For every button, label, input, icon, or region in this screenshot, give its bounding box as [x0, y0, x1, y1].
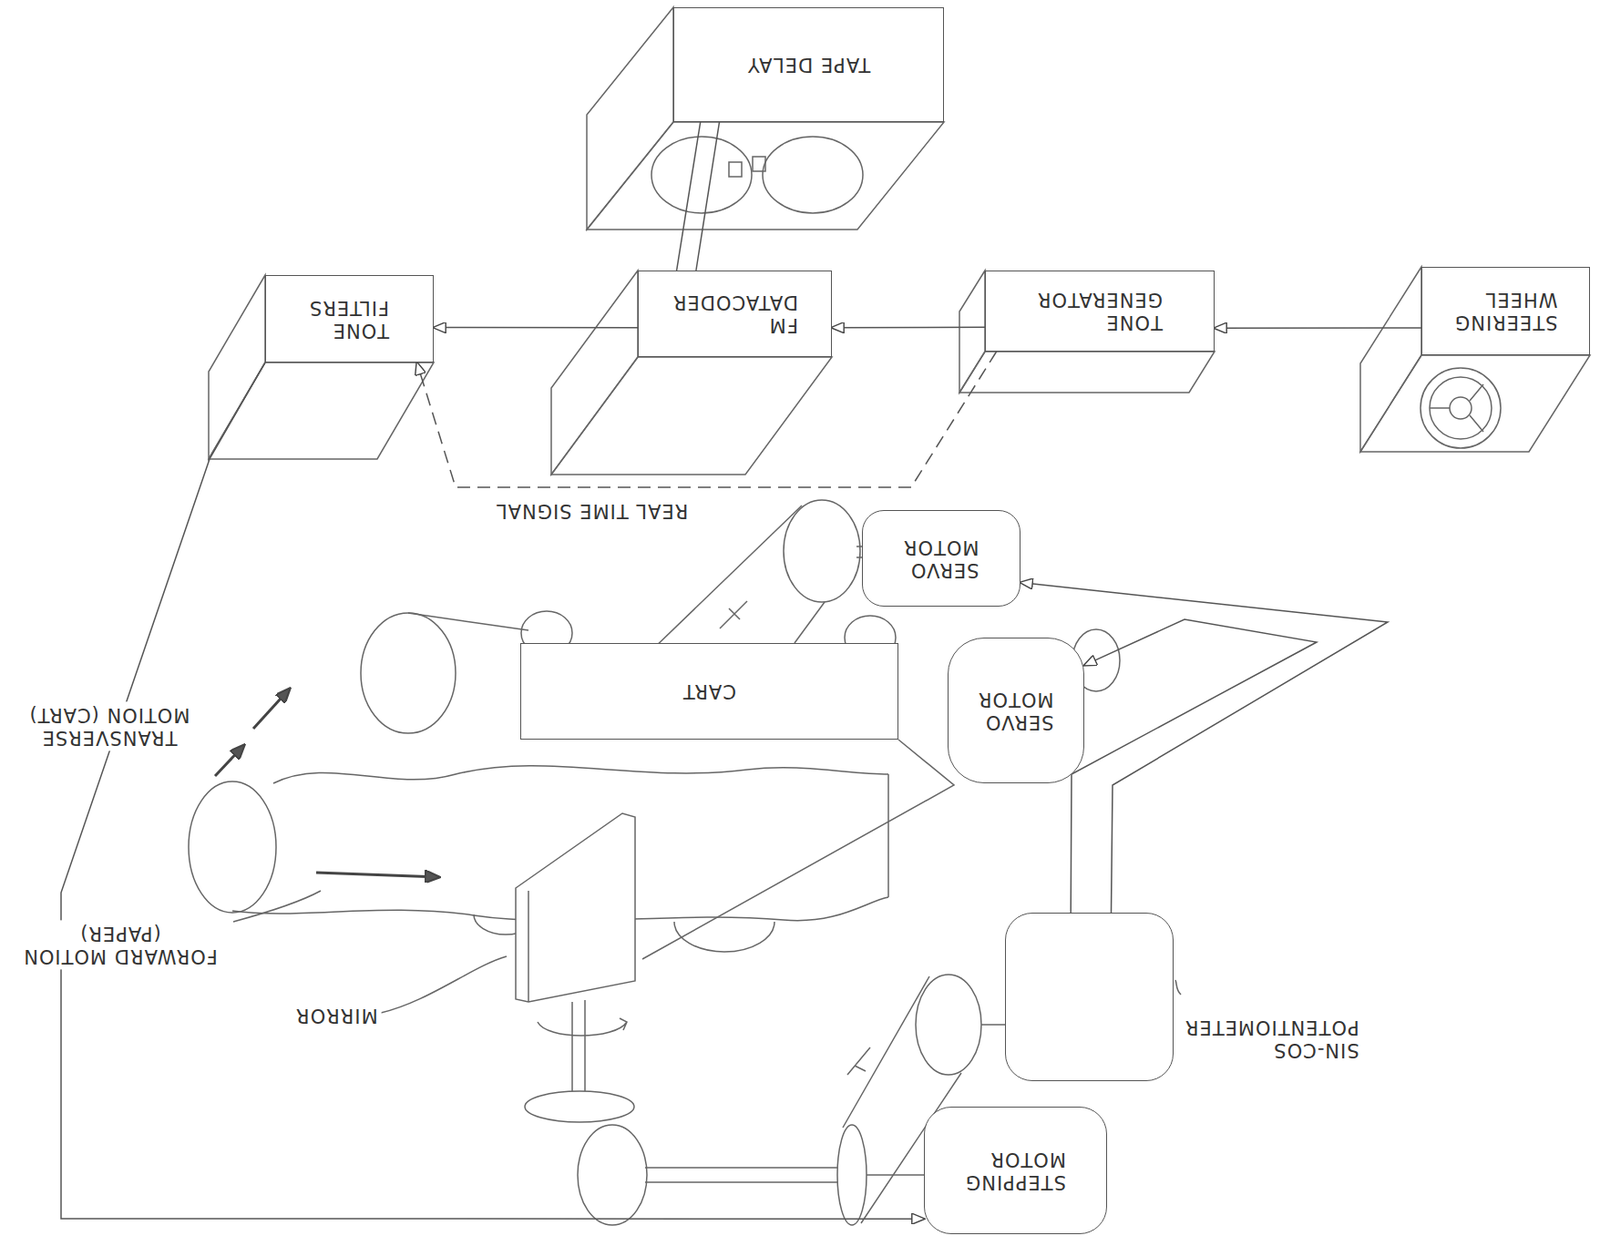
signal-line: [676, 122, 701, 271]
drive-shaft: [645, 1168, 843, 1183]
steering-wheel-rim: [1429, 377, 1492, 440]
drive-belt: [794, 602, 825, 644]
box-depth-face: [551, 270, 638, 475]
mirror-edge: [527, 891, 530, 1003]
signal-line: [433, 327, 638, 329]
box-label: SERVO MOTOR: [902, 535, 980, 582]
paper-roller: [674, 922, 775, 953]
free-label-box: FORWARD MOTION (PAPER): [7, 920, 234, 970]
paper-sheet-edge: [273, 766, 889, 784]
table-edge: [408, 613, 529, 631]
mirror: [515, 813, 636, 1003]
transverse-motion-arrow: [253, 688, 290, 729]
box-depth-face: [586, 122, 944, 230]
mirror-disc: [524, 1091, 635, 1123]
recorder-box: FM DATACODER: [637, 270, 832, 358]
signal-line: [1214, 327, 1422, 329]
paper-roller: [360, 613, 456, 734]
component-label: SIN-COS POTENTIOMETER: [1184, 1015, 1360, 1062]
box-label: TONE GENERATOR: [1036, 287, 1163, 334]
stepping-motor: STEPPING MOTOR: [923, 1107, 1108, 1235]
steering-wheel-spoke: [1429, 384, 1484, 432]
tape-head: [728, 162, 742, 177]
leader-line: [380, 956, 507, 1014]
signal-line: [61, 362, 924, 1220]
part-label: TRANSVERSE MOTION (CART): [5, 701, 214, 751]
steering-box: STEERING WHEEL: [1421, 266, 1590, 356]
box-label: STEERING WHEEL: [1454, 287, 1558, 334]
box-label: STEPPING MOTOR: [964, 1148, 1067, 1194]
potentiometer-pulley: [915, 974, 982, 1076]
box-depth-face: [208, 362, 434, 460]
tape-head: [752, 156, 766, 172]
cart-board: CART: [520, 643, 899, 740]
leader-line: [233, 891, 321, 923]
generator-box: TONE GENERATOR: [984, 270, 1215, 352]
box-label: SERVO MOTOR: [977, 687, 1055, 734]
box-depth-face: [1360, 266, 1422, 452]
signal-line: [696, 122, 720, 271]
signal-line: [831, 327, 985, 329]
servo-motor: SERVO MOTOR: [947, 637, 1085, 784]
box-label: TONE FILTERS: [308, 296, 390, 342]
box-label: TAPE DELAY: [747, 52, 871, 76]
transverse-motion-arrow: [215, 745, 245, 777]
signal-bypass-line: [417, 351, 997, 488]
potentiometer: SIN-COS POTENTIOMETER: [1005, 912, 1174, 1082]
box-depth-face: [959, 270, 985, 393]
motor-shaft: [866, 1174, 926, 1177]
drive-belt: [648, 505, 802, 654]
box-depth-face: [586, 7, 674, 230]
edge-label-box: REAL TIME SIGNAL: [492, 497, 692, 524]
free-label-box: MIRROR: [291, 1002, 382, 1029]
belt-direction-mark: [847, 1047, 871, 1076]
box-depth-face: [551, 357, 832, 475]
box-depth-face: [208, 275, 266, 460]
belt-direction-mark: [719, 601, 748, 629]
mirror-shaft: [572, 1000, 585, 1101]
signal-line: [1070, 619, 1317, 913]
box-depth-face: [959, 351, 1215, 393]
steering-wheel-hub: [1449, 397, 1472, 420]
steering-wheel-rim: [1420, 368, 1501, 449]
tape-reel: [651, 136, 752, 214]
rotation-arrow: [537, 1018, 627, 1036]
drive-pulley: [577, 1125, 647, 1226]
servo-pulley: [783, 500, 861, 603]
paper-motion-arrow: [316, 872, 440, 878]
edge-label: REAL TIME SIGNAL: [492, 497, 692, 524]
paper-roller: [188, 781, 277, 913]
servo-motor: SERVO MOTOR: [861, 510, 1021, 607]
potentiometer-shaft: [981, 1024, 1007, 1026]
box-label: FM DATACODER: [672, 290, 799, 337]
filter-box: TONE FILTERS: [265, 275, 434, 363]
part-label: MIRROR: [291, 1002, 382, 1029]
box-depth-face: [1360, 355, 1590, 452]
tape-reel: [762, 136, 863, 214]
free-label-box: TRANSVERSE MOTION (CART): [5, 701, 214, 751]
stepping-pulley: [837, 1125, 867, 1226]
box-label: CART: [682, 679, 737, 703]
table-edge: [642, 739, 954, 960]
paper-sheet-edge: [887, 774, 890, 898]
tape-delay-box: TAPE DELAY: [673, 7, 944, 123]
leader-line: [1175, 980, 1181, 995]
part-label: FORWARD MOTION (PAPER): [7, 920, 234, 970]
